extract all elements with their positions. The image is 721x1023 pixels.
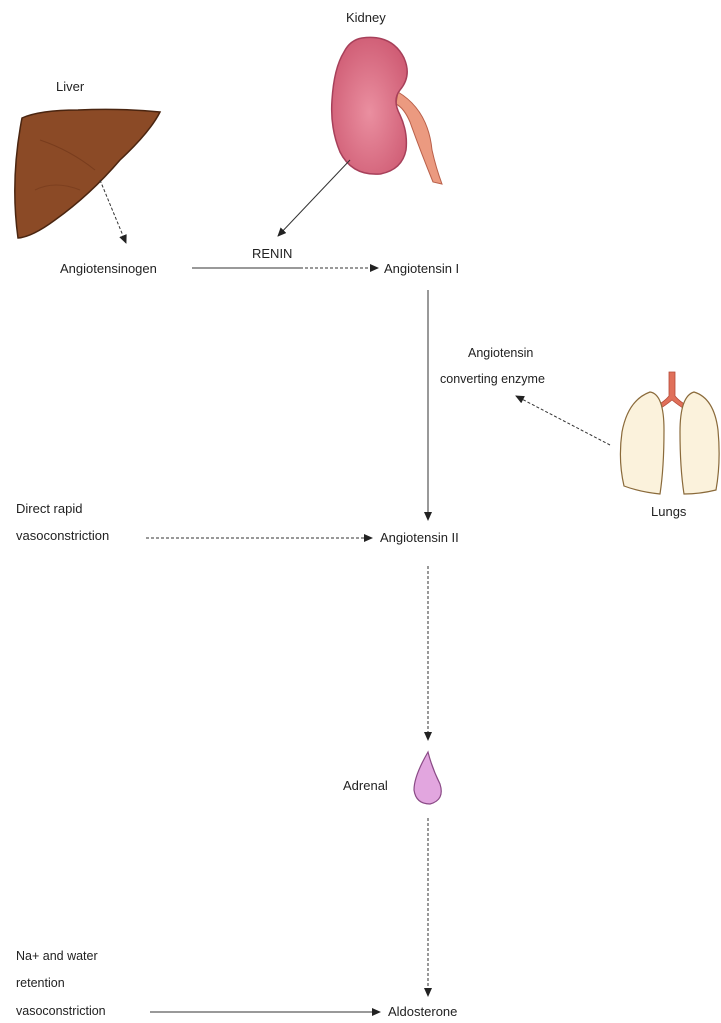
kidney-shape	[332, 37, 408, 174]
kidney-label: Kidney	[346, 10, 386, 25]
angiotensin-1-label: Angiotensin I	[384, 261, 459, 276]
liver-shape	[15, 109, 160, 238]
adrenal-icon	[414, 752, 441, 804]
kidney-to-renin-arrow	[278, 160, 350, 236]
vasoconstriction-label-line2: vasoconstriction	[16, 528, 109, 543]
adrenal-shape	[414, 752, 441, 804]
na-water-label-line2: retention	[16, 976, 65, 990]
liver-to-angiotensinogen-arrow	[100, 180, 126, 243]
liver-icon	[15, 109, 160, 238]
lungs-label: Lungs	[651, 504, 687, 519]
lungs-to-ace-arrow	[516, 396, 610, 445]
left-lung-shape	[620, 392, 664, 494]
angiotensinogen-label: Angiotensinogen	[60, 261, 157, 276]
adrenal-label: Adrenal	[343, 778, 388, 793]
ace-label-line2: converting enzyme	[440, 372, 545, 386]
na-water-label-line3: vasoconstriction	[16, 1004, 106, 1018]
right-lung-shape	[680, 392, 719, 494]
na-water-label-line1: Na+ and water	[16, 949, 98, 963]
angiotensin-2-label: Angiotensin II	[380, 530, 459, 545]
renin-label: RENIN	[252, 246, 292, 261]
aldosterone-label: Aldosterone	[388, 1004, 457, 1019]
lungs-icon	[620, 372, 719, 494]
ace-label-line1: Angiotensin	[468, 346, 533, 360]
liver-label: Liver	[56, 79, 85, 94]
vasoconstriction-label-line1: Direct rapid	[16, 501, 82, 516]
